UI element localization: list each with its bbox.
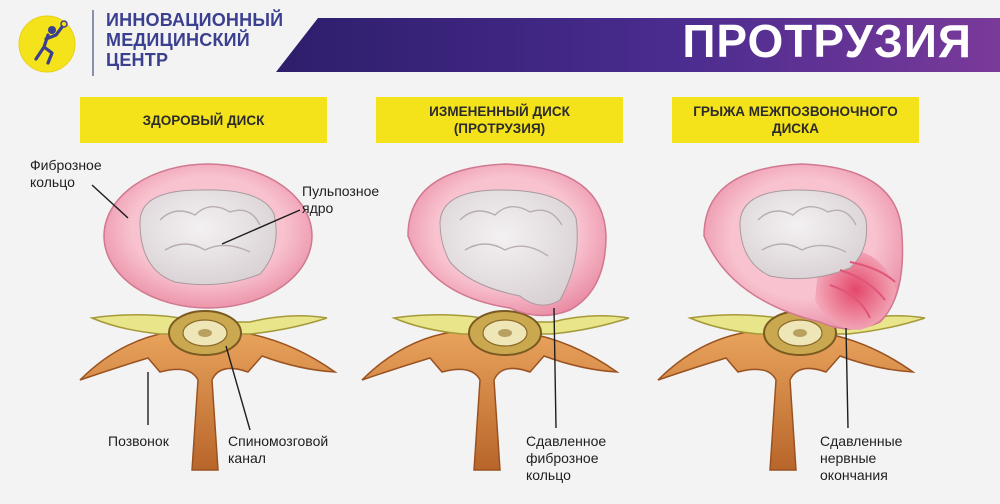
label-hernia-line-2: ДИСКА [771, 121, 820, 136]
label-healthy-disc: ЗДОРОВЫЙ ДИСК [80, 97, 327, 143]
brand-name: ИННОВАЦИОННЫЙ МЕДИЦИНСКИЙ ЦЕНТР [92, 10, 283, 76]
callout-compressed-nerves-line-1: Сдавленные [820, 433, 903, 449]
label-hernia-line-1: ГРЫЖА МЕЖПОЗВОНОЧНОГО [693, 104, 898, 119]
brand-line-3: ЦЕНТР [106, 50, 169, 70]
leader-lines [91, 184, 849, 431]
callout-canal-line-2: канал [228, 450, 266, 466]
brand-line-1: ИННОВАЦИОННЫЙ [106, 10, 284, 30]
callout-compressed-ring: Сдавленное фиброзное кольцо [526, 433, 606, 484]
brand-line-2: МЕДИЦИНСКИЙ [106, 30, 250, 50]
callout-vertebra: Позвонок [108, 433, 169, 450]
callout-canal: Спиномозговой канал [228, 433, 328, 467]
logo-icon [18, 15, 76, 73]
callout-vertebra-line-1: Позвонок [108, 433, 169, 449]
callout-annulus-line-1: Фиброзное [30, 157, 102, 173]
disc-hernia [703, 163, 904, 330]
callout-annulus-line-2: кольцо [30, 174, 75, 190]
page-title: ПРОТРУЗИЯ [682, 15, 972, 67]
callout-nucleus-line-1: Пульпозное [302, 183, 380, 199]
callout-compressed-nerves-line-2: нервные [820, 450, 877, 466]
callout-nucleus-line-2: ядро [302, 200, 334, 216]
callout-canal-line-1: Спиномозговой [228, 433, 329, 449]
callout-annulus: Фиброзное кольцо [30, 157, 102, 191]
callout-compressed-ring-line-3: кольцо [526, 467, 571, 483]
callout-compressed-nerves: Сдавленные нервные окончания [820, 433, 902, 484]
callout-nucleus: Пульпозное ядро [302, 183, 379, 217]
callout-compressed-ring-line-1: Сдавленное [526, 433, 607, 449]
disc-protrusion [407, 163, 607, 317]
label-protrusion-line-2: (ПРОТРУЗИЯ) [453, 121, 546, 136]
vertebra-healthy [79, 310, 338, 471]
label-healthy-line-1: ЗДОРОВЫЙ ДИСК [142, 112, 265, 128]
vertebra-protrusion [361, 310, 630, 471]
label-protrusion-line-1: ИЗМЕНЕННЫЙ ДИСК [429, 104, 570, 119]
callout-compressed-ring-line-2: фиброзное [526, 450, 599, 466]
disc-healthy [103, 163, 313, 309]
label-protrusion-disc: ИЗМЕНЕННЫЙ ДИСК (ПРОТРУЗИЯ) [376, 97, 623, 143]
callout-compressed-nerves-line-3: окончания [820, 467, 888, 483]
label-hernia-disc: ГРЫЖА МЕЖПОЗВОНОЧНОГО ДИСКА [672, 97, 919, 143]
title-banner [276, 18, 1000, 72]
header: ИННОВАЦИОННЫЙ МЕДИЦИНСКИЙ ЦЕНТР ПРОТРУЗИ… [0, 0, 1000, 82]
